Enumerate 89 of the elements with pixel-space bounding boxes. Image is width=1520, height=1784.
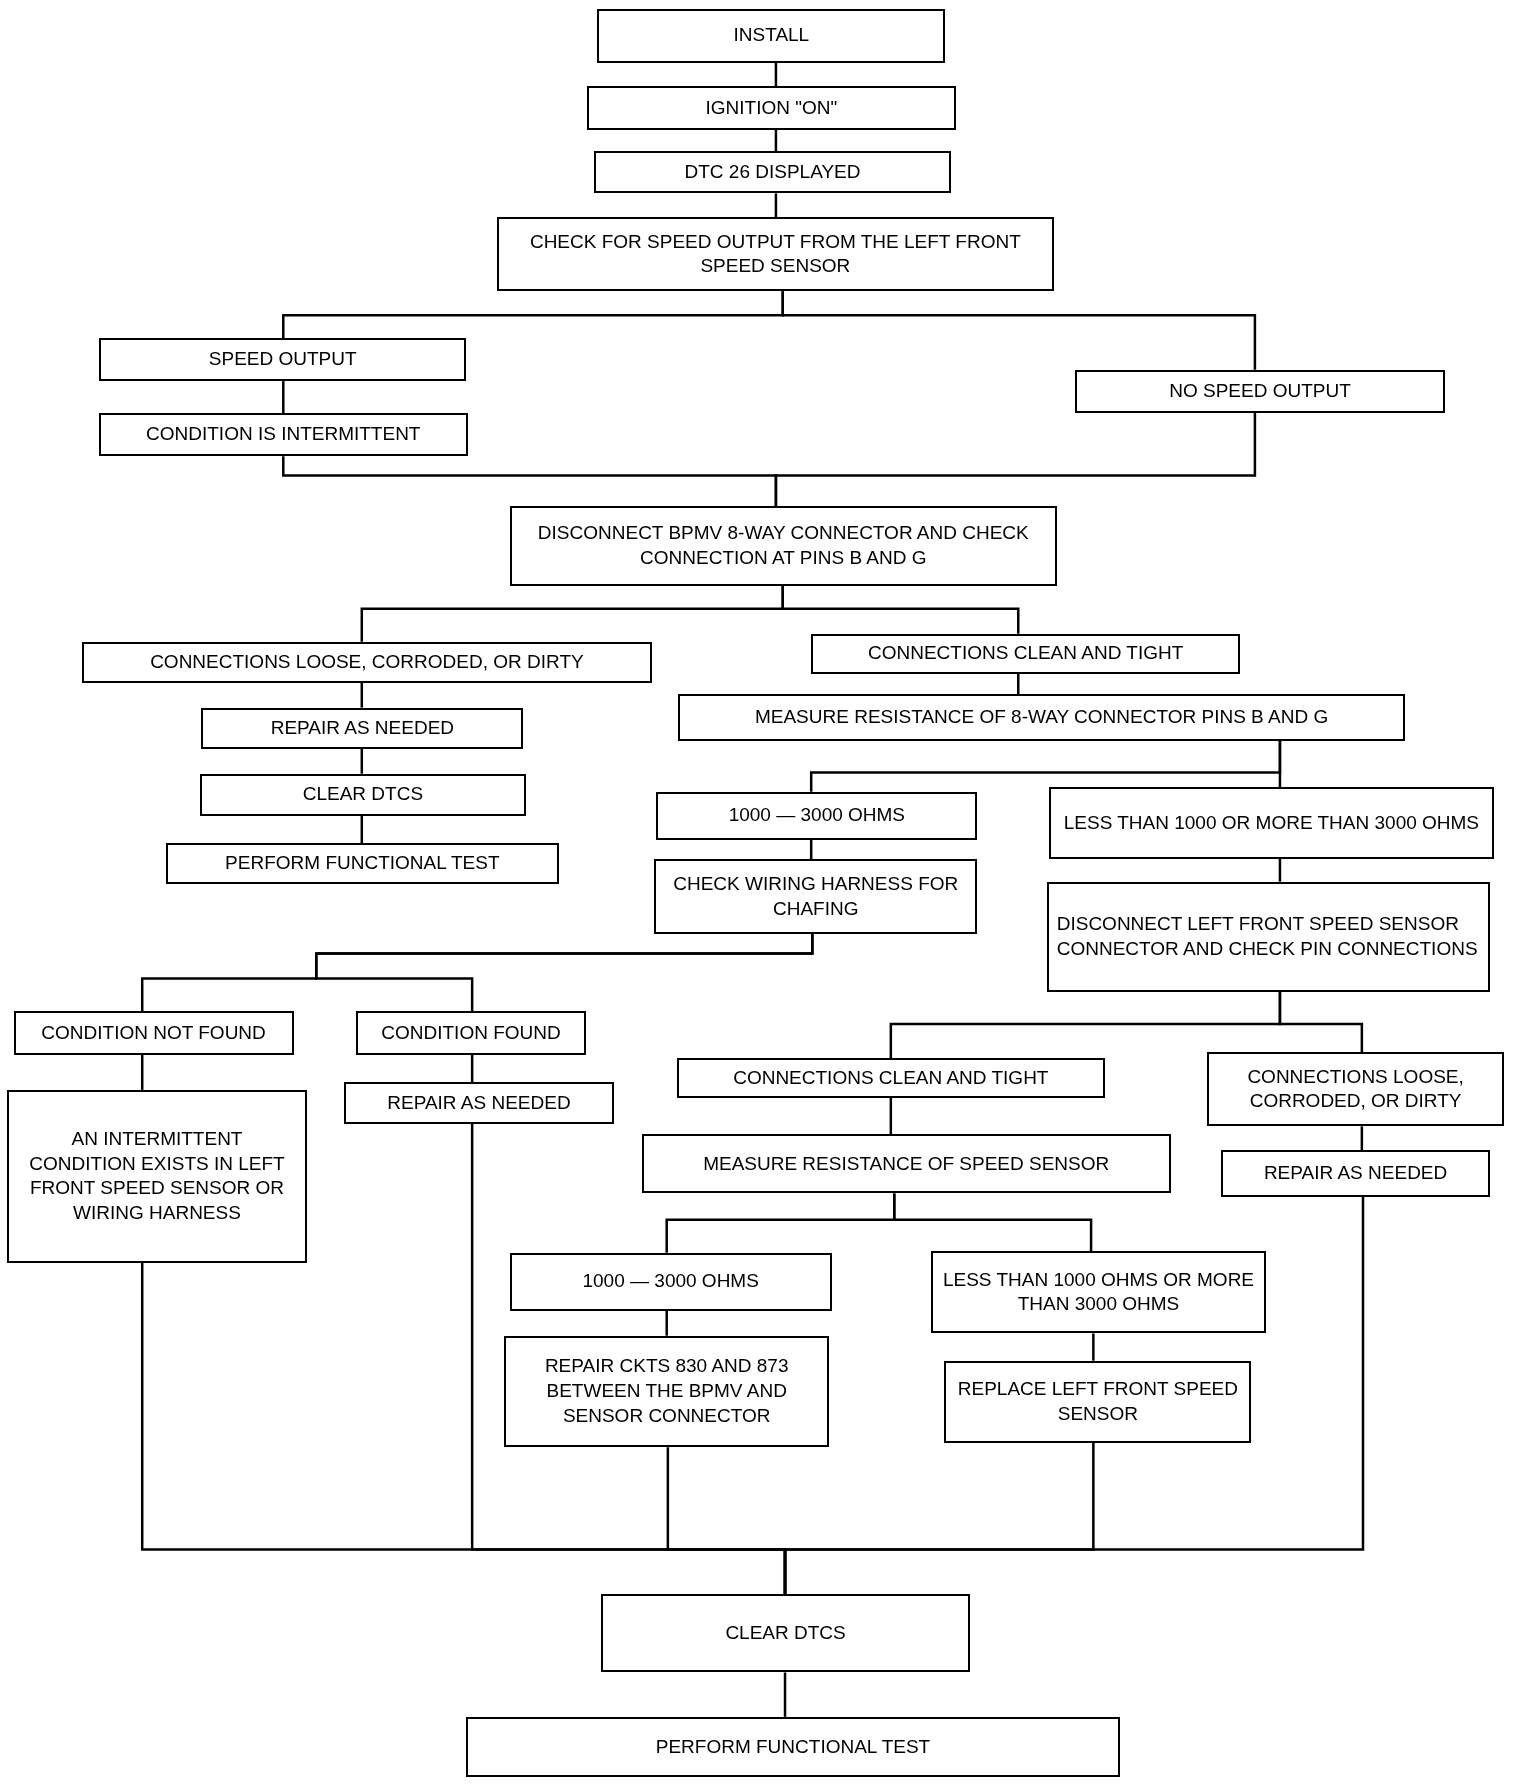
step-text: CONNECTIONS LOOSE, CORRODED, OR DIRTY xyxy=(1246,1064,1465,1114)
process-box xyxy=(509,506,1057,586)
process-box xyxy=(98,337,467,382)
process-box xyxy=(6,1089,308,1263)
process-box xyxy=(597,9,946,63)
step-text: MEASURE RESISTANCE OF 8-WAY CONNECTOR PINS B AND G xyxy=(754,704,1329,729)
process-box xyxy=(504,1335,830,1448)
step-text: REPAIR AS NEEDED xyxy=(1263,1161,1448,1186)
connector-line xyxy=(889,1096,893,1135)
connector-line xyxy=(282,379,285,413)
step-text: CLEAR DTCS xyxy=(725,1620,846,1645)
process-box xyxy=(944,1360,1252,1443)
process-box xyxy=(593,151,952,194)
step-text: CLEAR DTCS xyxy=(302,782,424,807)
step-text: 1000 — 3000 OHMS xyxy=(728,803,906,828)
step-text: CHECK WIRING HARNESS FOR CHAFING xyxy=(672,871,960,921)
process-box xyxy=(13,1011,294,1055)
connector-line xyxy=(360,747,364,774)
process-box xyxy=(201,707,524,749)
step-text: INSTALL xyxy=(733,23,810,48)
process-box xyxy=(1207,1052,1505,1127)
process-box xyxy=(200,773,526,816)
connector-line xyxy=(774,413,1257,507)
process-box xyxy=(497,217,1054,292)
process-box xyxy=(166,843,559,884)
process-box xyxy=(466,1716,1120,1778)
step-text: PERFORM FUNCTIONAL TEST xyxy=(655,1734,931,1759)
step-text: DTC 26 DISPLAYED xyxy=(684,160,861,184)
process-box xyxy=(1220,1150,1491,1197)
step-text: NO SPEED OUTPUT xyxy=(1169,379,1351,403)
connector-line xyxy=(1278,857,1282,882)
connector-line xyxy=(140,1053,144,1090)
process-box xyxy=(676,1058,1105,1098)
connector-line xyxy=(1278,740,1282,788)
step-text: CONDITION FOUND xyxy=(381,1020,561,1045)
step-text: CONNECTIONS CLEAN AND TIGHT xyxy=(733,1065,1049,1090)
connector-line xyxy=(470,1053,474,1082)
connector-line xyxy=(781,585,1020,634)
process-box xyxy=(678,694,1406,741)
step-text: MEASURE RESISTANCE OF SPEED SENSOR xyxy=(703,1151,1110,1176)
step-text: REPAIR AS NEEDED xyxy=(387,1090,571,1115)
process-box xyxy=(356,1011,586,1055)
connector-line xyxy=(1278,992,1364,1053)
connector-line xyxy=(774,192,778,218)
connector-line xyxy=(783,1196,1365,1594)
connector-line xyxy=(774,128,778,152)
process-box xyxy=(656,791,978,840)
step-text: SPEED OUTPUT xyxy=(208,347,357,372)
step-text: CONDITION NOT FOUND xyxy=(41,1020,266,1045)
step-text: CONNECTIONS CLEAN AND TIGHT xyxy=(868,641,1184,666)
connector-line xyxy=(809,838,813,859)
step-text: REPAIR AS NEEDED xyxy=(270,715,455,740)
step-text: LESS THAN 1000 OR MORE THAN 3000 OHMS xyxy=(1063,810,1480,835)
process-box xyxy=(600,1593,971,1673)
step-text: DISCONNECT BPMV 8-WAY CONNECTOR AND CHECK CONNECTION AT PINS B AND G xyxy=(536,521,1030,571)
connector-line xyxy=(315,934,814,1012)
step-text: REPAIR CKTS 830 AND 873 BETWEEN THE BPMV AND SENSOR CONNECTOR xyxy=(543,1354,790,1428)
step-text: CONDITION IS INTERMITTENT xyxy=(146,422,421,447)
connector-line xyxy=(781,291,1257,370)
connector-line xyxy=(1017,672,1020,694)
connector-line xyxy=(783,1671,787,1717)
connector-line xyxy=(1092,1332,1095,1361)
process-box xyxy=(1048,787,1494,859)
step-text: LESS THAN 1000 OHMS OR MORE THAN 3000 OHMS xyxy=(941,1267,1256,1317)
process-box xyxy=(811,633,1241,674)
step-text: CONNECTIONS LOOSE, CORRODED, OR DIRTY xyxy=(150,649,584,674)
process-box xyxy=(587,86,956,130)
connector-line xyxy=(360,681,364,708)
process-box xyxy=(509,1252,832,1311)
step-text: PERFORM FUNCTIONAL TEST xyxy=(225,851,500,876)
connector-line xyxy=(893,1193,1093,1252)
step-text: 1000 — 3000 OHMS xyxy=(582,1269,759,1294)
process-box xyxy=(98,413,468,457)
process-box xyxy=(654,858,978,935)
step-text: IGNITION "ON" xyxy=(705,95,838,120)
step-text: REPLACE LEFT FRONT SPEED SENSOR xyxy=(956,1376,1239,1426)
step-text: DISCONNECT LEFT FRONT SPEED SENSOR CONNECTOR AND CHECK PIN CONNECTIONS xyxy=(1056,912,1479,961)
connector-line xyxy=(360,814,364,844)
connector-line xyxy=(1360,1125,1364,1151)
connector-line xyxy=(665,1309,668,1336)
process-box xyxy=(81,641,652,683)
step-text: AN INTERMITTENT CONDITION EXISTS IN LEFT FRONT SPEED SENSOR OR WIRING HARNESS xyxy=(28,1127,286,1226)
process-box xyxy=(343,1081,615,1125)
process-box xyxy=(1046,881,1491,993)
connector-line xyxy=(774,61,778,87)
process-box xyxy=(930,1251,1267,1334)
process-box xyxy=(641,1134,1171,1194)
process-box xyxy=(1075,369,1445,413)
step-text: CHECK FOR SPEED OUTPUT FROM THE LEFT FRONT SPEED SENSOR xyxy=(528,229,1022,279)
